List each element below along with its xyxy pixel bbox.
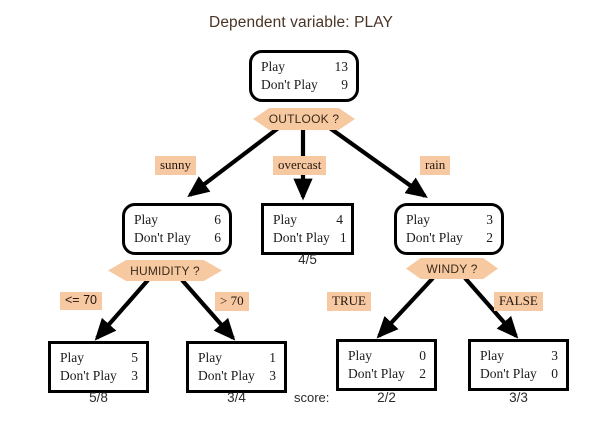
node-overcast-dontplay-value: 1	[339, 229, 347, 245]
node-humidity-high-play-row: Play 1	[198, 349, 276, 367]
edge-label-rain-text: rain	[425, 157, 446, 172]
node-root[interactable]: Play 13 Don't Play 9	[249, 50, 359, 102]
dont-play-label: Don't Play	[261, 76, 318, 92]
play-label: Play	[60, 350, 85, 365]
score-humidity-low: 5/8	[48, 390, 149, 405]
play-label: Play	[348, 348, 373, 363]
score-windy-true: 2/2	[336, 390, 437, 405]
node-rain-play-value: 3	[486, 212, 493, 227]
decision-humidity-label: HUMIDITY ?	[130, 263, 200, 278]
edge-label-windy-false: FALSE	[494, 292, 543, 311]
play-label: Play	[406, 212, 431, 227]
node-humidity-low-play-value: 5	[131, 350, 138, 365]
node-rain-dontplay-value: 2	[486, 229, 493, 245]
score-windy-false-text: 3/3	[509, 390, 528, 405]
score-overcast-text: 4/5	[298, 252, 317, 267]
node-overcast-play-value: 4	[336, 212, 343, 227]
node-windy-true-play-row: Play 0	[348, 347, 426, 365]
node-overcast-dontplay-row: Don't Play 1	[273, 229, 347, 247]
edge-label-humidity-low: <= 70	[60, 292, 102, 310]
edge-label-overcast: overcast	[273, 156, 327, 175]
play-label: Play	[261, 59, 286, 74]
score-windy-false: 3/3	[468, 390, 569, 405]
node-windy-false-dontplay-row: Don't Play 0	[480, 365, 558, 383]
node-overcast-play-row: Play 4	[273, 211, 343, 229]
node-humidity-high-dontplay-row: Don't Play 3	[198, 367, 276, 385]
node-windy-true-dontplay-value: 2	[419, 365, 426, 381]
play-label: Play	[198, 350, 223, 365]
decision-humidity[interactable]: HUMIDITY ?	[108, 260, 222, 281]
dont-play-label: Don't Play	[134, 229, 191, 245]
score-humidity-low-text: 5/8	[89, 390, 108, 405]
node-humidity-low-dontplay-value: 3	[131, 367, 138, 383]
edge-label-humidity-high-text: > 70	[220, 293, 244, 308]
edge-windy-true	[376, 276, 435, 339]
node-humidity-low-dontplay-row: Don't Play 3	[60, 367, 138, 385]
score-caption: score:	[294, 390, 329, 405]
node-windy-true[interactable]: Play 0 Don't Play 2	[336, 339, 437, 391]
dont-play-label: Don't Play	[198, 367, 255, 383]
page-title: Dependent variable: PLAY	[209, 14, 393, 31]
dont-play-label: Don't Play	[406, 229, 463, 245]
dont-play-label: Don't Play	[348, 365, 405, 381]
play-label: Play	[134, 212, 159, 227]
edge-root-rain	[325, 124, 428, 199]
dont-play-label: Don't Play	[480, 365, 537, 381]
edge-label-windy-true-text: TRUE	[332, 293, 366, 308]
node-rain-dontplay-row: Don't Play 2	[406, 229, 493, 247]
decision-windy-label: WINDY ?	[426, 261, 478, 276]
node-windy-false-play-value: 3	[551, 348, 558, 363]
node-root-dontplay-value: 9	[341, 76, 348, 92]
dont-play-label: Don't Play	[273, 229, 330, 245]
node-sunny-play-row: Play 6	[134, 211, 221, 229]
node-overcast[interactable]: Play 4 Don't Play 1	[261, 203, 354, 255]
edge-label-windy-false-text: FALSE	[499, 293, 538, 308]
decision-outlook-label: OUTLOOK ?	[268, 112, 340, 126]
edge-humidity-high	[180, 278, 236, 341]
decision-windy[interactable]: WINDY ?	[406, 258, 498, 279]
node-root-dontplay-row: Don't Play 9	[261, 76, 348, 94]
edge-label-rain: rain	[420, 156, 451, 175]
edge-label-windy-true: TRUE	[327, 292, 371, 311]
score-humidity-high-text: 3/4	[227, 390, 246, 405]
node-sunny-play-value: 6	[214, 212, 221, 227]
node-humidity-high-dontplay-value: 3	[269, 367, 276, 383]
node-humidity-low[interactable]: Play 5 Don't Play 3	[48, 341, 149, 393]
edge-label-overcast-text: overcast	[278, 157, 322, 172]
node-rain[interactable]: Play 3 Don't Play 2	[394, 203, 504, 255]
edge-label-sunny: sunny	[155, 156, 197, 175]
edge-humidity-low	[94, 278, 150, 341]
node-sunny-dontplay-row: Don't Play 6	[134, 229, 221, 247]
play-label: Play	[273, 212, 298, 227]
node-windy-true-dontplay-row: Don't Play 2	[348, 365, 426, 383]
score-caption-text: score:	[294, 390, 330, 405]
play-label: Play	[480, 348, 505, 363]
node-sunny-dontplay-value: 6	[214, 229, 221, 245]
node-rain-play-row: Play 3	[406, 211, 493, 229]
edge-windy-false	[463, 276, 519, 339]
node-root-play-value: 13	[334, 59, 349, 74]
node-sunny[interactable]: Play 6 Don't Play 6	[122, 203, 232, 255]
score-humidity-high: 3/4	[186, 390, 287, 405]
node-humidity-low-play-row: Play 5	[60, 349, 138, 367]
node-root-play-row: Play 13	[261, 58, 348, 76]
score-overcast: 4/5	[261, 252, 354, 267]
edge-label-humidity-high: > 70	[215, 292, 249, 311]
node-humidity-high[interactable]: Play 1 Don't Play 3	[186, 341, 287, 393]
edge-label-humidity-low-text: <= 70	[65, 293, 97, 307]
decision-outlook[interactable]: OUTLOOK ?	[253, 108, 355, 130]
dont-play-label: Don't Play	[60, 367, 117, 383]
node-windy-false-dontplay-value: 0	[551, 365, 558, 381]
node-windy-false-play-row: Play 3	[480, 347, 558, 365]
edge-label-sunny-text: sunny	[160, 157, 192, 172]
node-windy-true-play-value: 0	[419, 348, 426, 363]
node-humidity-high-play-value: 1	[269, 350, 276, 365]
edge-root-sunny	[187, 124, 283, 198]
node-windy-false[interactable]: Play 3 Don't Play 0	[468, 339, 569, 391]
score-windy-true-text: 2/2	[377, 390, 396, 405]
